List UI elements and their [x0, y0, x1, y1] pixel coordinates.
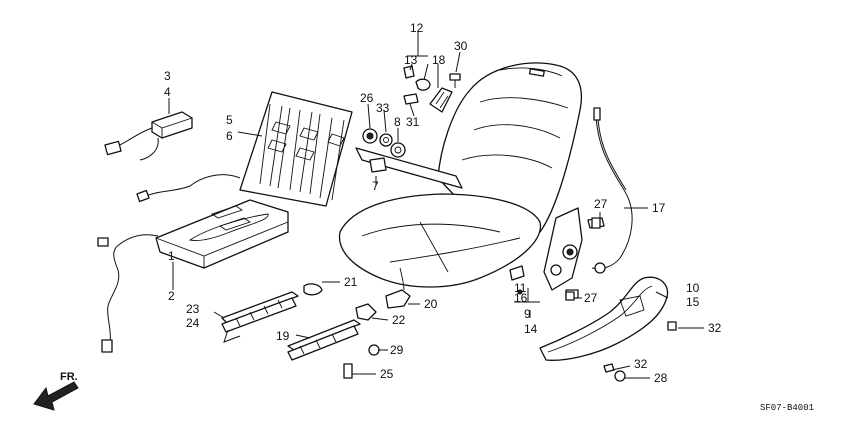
callout-1: 1: [168, 249, 175, 263]
bolt-hardware-group: [565, 217, 677, 331]
callout-10: 10: [686, 281, 700, 295]
callout-12: 12: [410, 21, 424, 35]
seat-assembly-part: [338, 62, 583, 291]
seat-back-heater-part: [136, 91, 353, 207]
callout-31: 31: [406, 115, 420, 129]
rail-hardware-group: [303, 283, 411, 379]
leader-lines: [168, 32, 704, 379]
callout-15: 15: [686, 295, 700, 309]
callout-14: 14: [524, 322, 538, 336]
diagram-code: SF07-B4001: [760, 403, 814, 413]
seat-rail-left-part: [221, 291, 299, 343]
callout-23: 23: [186, 302, 200, 316]
callout-19: 19: [276, 329, 290, 343]
callout-27-lower: 27: [584, 291, 598, 305]
seat-rail-right-part: [287, 319, 361, 361]
callout-5: 5: [226, 113, 233, 127]
release-cable-part: [591, 107, 633, 274]
callout-32-lower: 32: [634, 357, 648, 371]
callout-2: 2: [168, 289, 175, 303]
seat-side-cover-part: [539, 276, 677, 382]
callout-18: 18: [432, 53, 446, 67]
callout-29: 29: [390, 343, 404, 357]
callout-3: 3: [164, 69, 171, 83]
callout-22: 22: [392, 313, 406, 327]
callout-30: 30: [454, 39, 468, 53]
front-direction-label: FR.: [60, 371, 78, 383]
callout-13: 13: [404, 53, 418, 67]
seat-cushion-heater-part: [97, 199, 289, 353]
callout-28: 28: [654, 371, 668, 385]
front-direction-arrow-icon: FR.: [33, 371, 79, 411]
callout-4: 4: [164, 85, 171, 99]
callout-17: 17: [652, 201, 666, 215]
callout-27-upper: 27: [594, 197, 608, 211]
callout-6: 6: [226, 129, 233, 143]
callout-32-upper: 32: [708, 321, 722, 335]
callout-21: 21: [344, 275, 358, 289]
callout-33: 33: [376, 101, 390, 115]
bushing-hardware-group: [362, 128, 406, 173]
callout-11: 11: [514, 281, 527, 295]
callout-26: 26: [360, 91, 374, 105]
callout-24: 24: [186, 316, 200, 330]
callout-25: 25: [380, 367, 394, 381]
callout-16: 16: [514, 291, 528, 305]
callout-7: 7: [372, 179, 379, 193]
callout-9: 9: [524, 307, 531, 321]
callout-8: 8: [394, 115, 401, 129]
callout-20: 20: [424, 297, 438, 311]
callout-labels: 3 4 5 6 1 2 12 13 18 30 26 33 8 31 7 27 …: [164, 21, 722, 385]
seat-switch-harness-part: [104, 111, 193, 161]
recliner-knob-hardware-group: [403, 65, 461, 113]
